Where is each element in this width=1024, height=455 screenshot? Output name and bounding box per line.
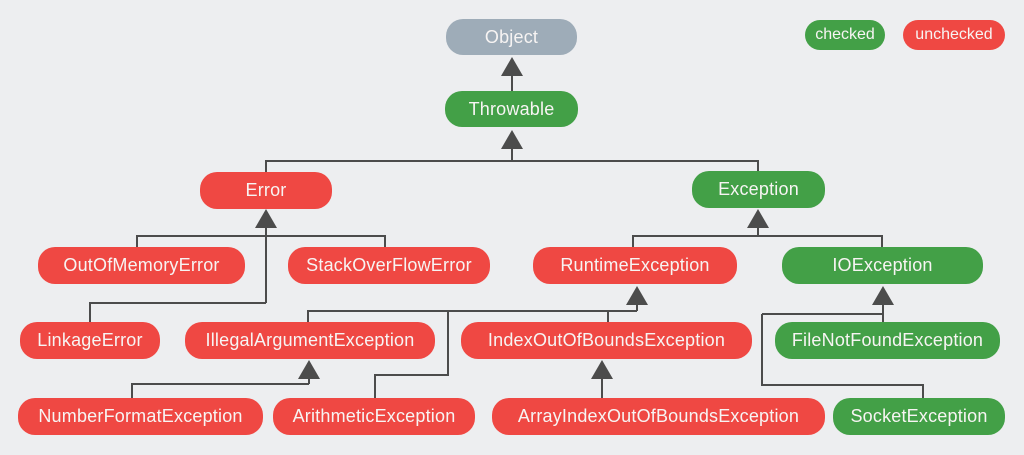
edge-bus-oom-sof: [136, 235, 386, 247]
node-illegal-argument-exception: IllegalArgumentException: [185, 322, 435, 359]
edge-bus-error-exception: [265, 160, 759, 172]
node-file-not-found-exception: FileNotFoundException: [775, 322, 1000, 359]
node-stack-overflow-error: StackOverFlowError: [288, 247, 490, 284]
edge-linkage-error: [89, 302, 266, 322]
edge-illegalargument-runtime: [307, 310, 637, 322]
edge-bus-runtime-io: [632, 235, 883, 247]
legend-pill-checked: checked: [805, 20, 885, 50]
node-linkage-error: LinkageError: [20, 322, 160, 359]
node-index-out-of-bounds-exception: IndexOutOfBoundsException: [461, 322, 752, 359]
arrowhead-to-illegal-argument-exception: [298, 360, 320, 379]
node-out-of-memory-error: OutOfMemoryError: [38, 247, 245, 284]
node-array-index-out-of-bounds-exception: ArrayIndexOutOfBoundsException: [492, 398, 825, 435]
node-runtime-exception: RuntimeException: [533, 247, 737, 284]
node-socket-exception: SocketException: [833, 398, 1005, 435]
node-number-format-exception: NumberFormatException: [18, 398, 263, 435]
edge-numberformat-illegalargument: [131, 383, 309, 398]
node-exception: Exception: [692, 171, 825, 208]
edge-arithmetic-runtime: [374, 311, 449, 398]
node-error: Error: [200, 172, 332, 209]
arrowhead-to-error: [255, 209, 277, 228]
node-throwable: Throwable: [445, 91, 578, 127]
arrowhead-to-throwable: [501, 130, 523, 149]
legend-pill-unchecked: unchecked: [903, 20, 1005, 50]
edge-socket-io: [761, 314, 924, 398]
node-object: Object: [446, 19, 577, 55]
arrowhead-to-io-exception: [872, 286, 894, 305]
arrowhead-to-index-out-of-bounds-exception: [591, 360, 613, 379]
node-io-exception: IOException: [782, 247, 983, 284]
arrowhead-to-object: [501, 57, 523, 76]
node-arithmetic-exception: ArithmeticException: [273, 398, 475, 435]
arrowhead-to-runtime-exception: [626, 286, 648, 305]
arrowhead-to-exception: [747, 209, 769, 228]
